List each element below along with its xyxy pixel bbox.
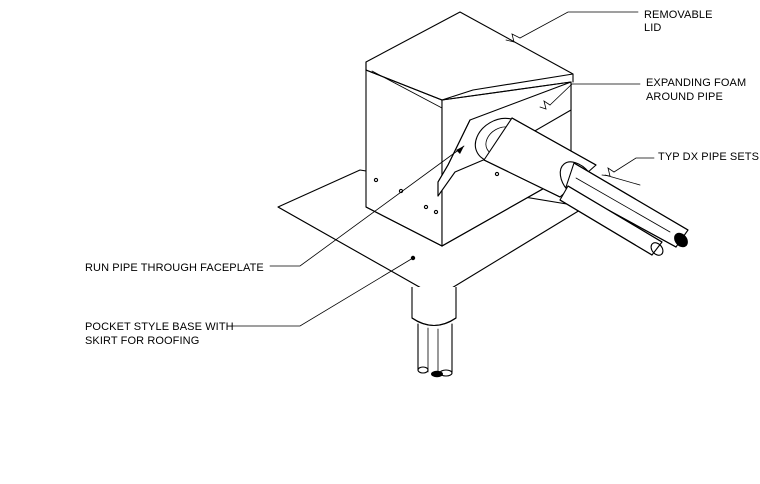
annotation-labels: REMOVABLE LID EXPANDING FOAM AROUND PIPE… <box>85 9 759 347</box>
label-dx-pipe-sets: TYP DX PIPE SETS <box>658 151 759 163</box>
label-removable-lid-line1: REMOVABLE <box>644 9 713 21</box>
label-run-pipe: RUN PIPE THROUGH FACEPLATE <box>85 262 264 274</box>
label-pocket-base-line1: POCKET STYLE BASE WITH <box>85 321 234 333</box>
label-expanding-foam-line2: AROUND PIPE <box>646 91 723 103</box>
label-expanding-foam-line1: EXPANDING FOAM <box>646 77 746 89</box>
dx-pipe-sets <box>559 162 689 256</box>
lower-pocket-pipe <box>411 287 457 378</box>
label-pocket-base-line2: SKIRT FOR ROOFING <box>85 335 199 347</box>
label-removable-lid-line2: LID <box>644 22 661 34</box>
leader-lines <box>231 11 655 327</box>
